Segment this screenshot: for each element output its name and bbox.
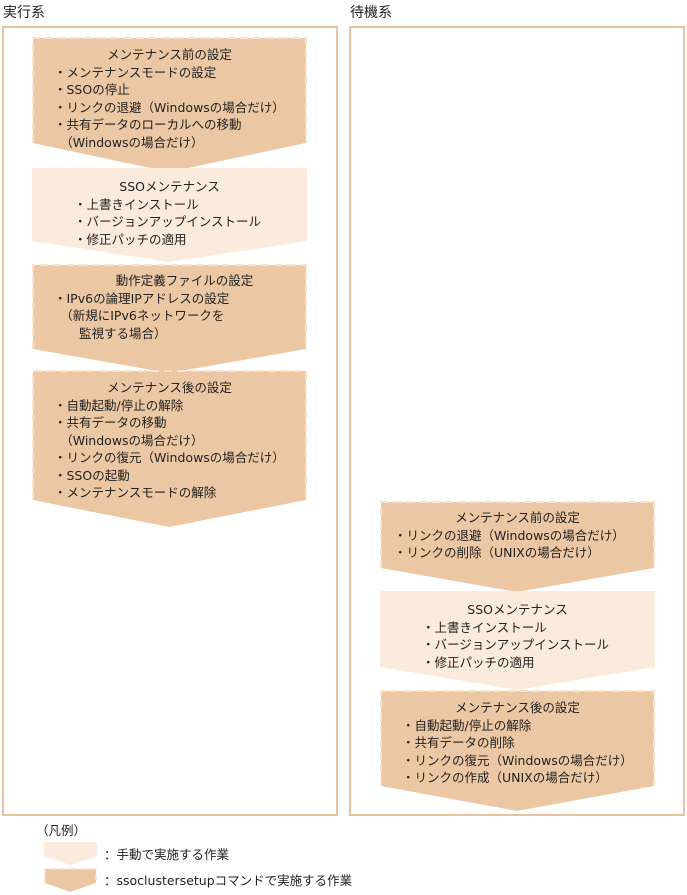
step-title: メンテナンス後の設定	[455, 700, 580, 715]
standby-step-pre-maintenance: メンテナンス前の設定 ・リンクの退避（Windowsの場合だけ） ・リンクの削除…	[380, 501, 655, 593]
active-step-definition-file: 動作定義ファイルの設定 ・IPv6の論理IPアドレスの設定 （新規にIPv6ネッ…	[32, 264, 307, 374]
legend-command-label: ：ssoclustersetupコマンドで実施する作業	[104, 873, 353, 888]
step-item: ・共有データのローカルへの移動	[54, 117, 242, 132]
step-item: ・自動起動/停止の解除	[54, 397, 184, 413]
step-item: ・IPv6の論理IPアドレスの設定	[54, 290, 230, 306]
step-item: （新規にIPv6ネットワークを	[54, 308, 225, 323]
step-item: ・修正パッチの適用	[74, 231, 187, 247]
step-item: （Windowsの場合だけ）	[54, 134, 204, 150]
active-step-pre-maintenance: メンテナンス前の設定 ・メンテナンスモードの設定 ・SSOの停止 ・リンクの退避…	[32, 37, 307, 173]
step-item: ・バージョンアップインストール	[74, 214, 262, 229]
command-arrow-icon	[44, 868, 97, 892]
step-title: メンテナンス前の設定	[107, 47, 232, 62]
step-item: ・メンテナンスモードの解除	[54, 485, 217, 500]
command-arrow-shape	[32, 370, 307, 527]
standby-step-post-maintenance: メンテナンス後の設定 ・自動起動/停止の解除 ・共有データの削除 ・リンクの復元…	[380, 690, 655, 812]
step-item: ・リンクの作成（UNIXの場合だけ）	[402, 770, 608, 785]
manual-arrow-icon	[44, 842, 97, 865]
step-item: ・共有データの削除	[402, 735, 515, 750]
manual-arrow-shape	[380, 591, 655, 690]
step-title: SSOメンテナンス	[467, 602, 568, 617]
step-item: ・リンクの復元（Windowsの場合だけ）	[402, 752, 633, 768]
step-item: ・SSOの停止	[54, 82, 130, 97]
step-item: ・自動起動/停止の解除	[402, 717, 532, 733]
command-arrow-shape	[380, 501, 655, 592]
command-arrow-shape	[32, 264, 307, 373]
legend-manual-label: ：手動で実施する作業	[104, 847, 230, 862]
step-item: ・リンクの退避（Windowsの場合だけ）	[54, 99, 285, 115]
standby-system-title: 待機系	[350, 5, 392, 21]
standby-step-sso-maintenance: SSOメンテナンス ・上書きインストール ・バージョンアップインストール ・修正…	[380, 591, 655, 691]
step-title: 動作定義ファイルの設定	[115, 273, 254, 288]
step-item: ・バージョンアップインストール	[422, 637, 610, 652]
active-system-title: 実行系	[3, 5, 45, 21]
step-item: ・修正パッチの適用	[422, 654, 535, 670]
step-item: ・リンクの削除（UNIXの場合だけ）	[394, 545, 600, 560]
command-arrow-shape	[32, 37, 307, 172]
step-item: ・リンクの退避（Windowsの場合だけ）	[394, 527, 625, 543]
active-step-post-maintenance: メンテナンス後の設定 ・自動起動/停止の解除 ・共有データの移動 （Window…	[32, 370, 307, 528]
command-arrow-shape	[380, 690, 655, 811]
step-title: メンテナンス後の設定	[107, 380, 232, 395]
step-item: 監視する場合）	[54, 325, 167, 341]
step-item: （Windowsの場合だけ）	[54, 432, 204, 448]
step-item: ・SSOの起動	[54, 467, 130, 483]
step-item: ・上書きインストール	[422, 619, 547, 635]
step-item: ・メンテナンスモードの設定	[54, 64, 217, 80]
manual-arrow-shape	[32, 168, 307, 262]
step-title: SSOメンテナンス	[119, 179, 220, 194]
step-item: ・共有データの移動	[54, 415, 167, 430]
active-step-sso-maintenance: SSOメンテナンス ・上書きインストール ・バージョンアップインストール ・修正…	[32, 168, 307, 263]
step-title: メンテナンス前の設定	[455, 510, 580, 525]
step-item: ・上書きインストール	[74, 196, 199, 212]
step-item: ・リンクの復元（Windowsの場合だけ）	[54, 450, 285, 465]
legend-title: （凡例）	[36, 823, 87, 838]
